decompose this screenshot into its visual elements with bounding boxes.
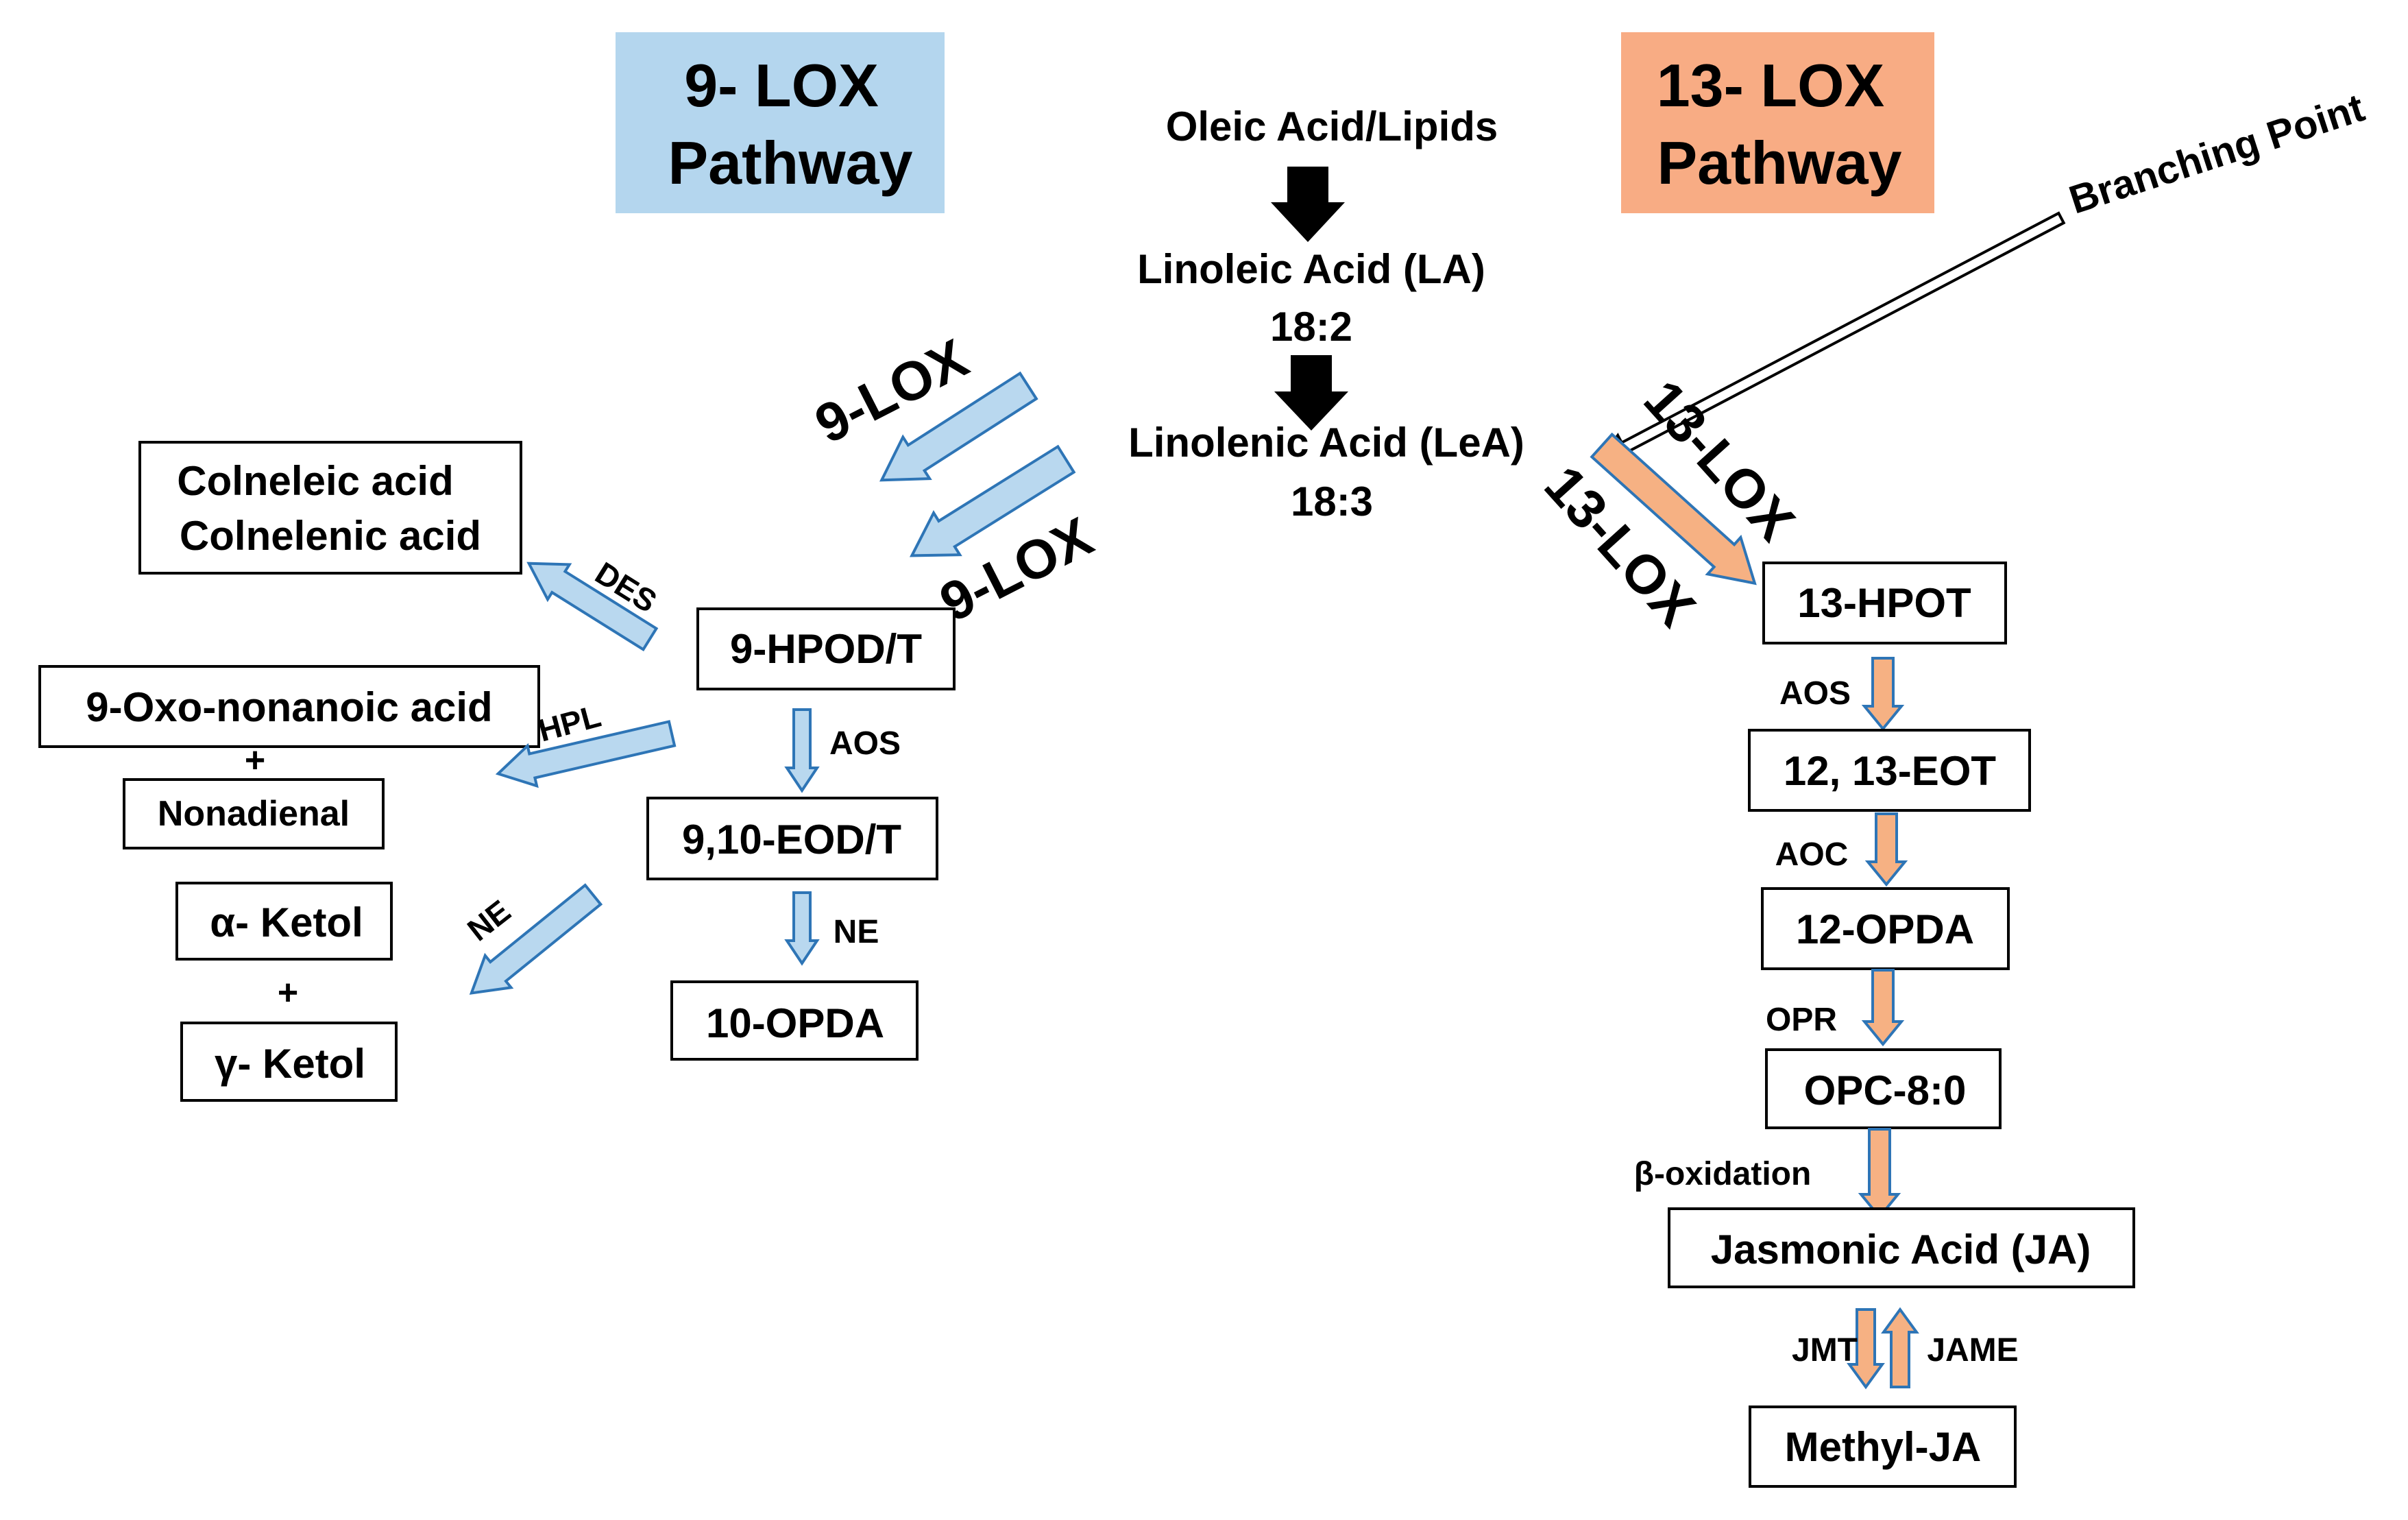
lox13-arrow (1590, 432, 1757, 586)
beta-oxidation-enzyme-label: β-oxidation (1634, 1156, 1812, 1192)
jmt-enzyme-label: JMT (1792, 1332, 1858, 1368)
aoc-arrow (1864, 812, 1908, 887)
gamma-ketol-box (180, 1022, 398, 1102)
lox9-header-line2: Pathway (668, 129, 912, 197)
aos-enzyme-label-13: AOS (1779, 675, 1851, 712)
jame-enzyme-label: JAME (1927, 1332, 2018, 1368)
opda10-box (670, 980, 919, 1061)
opr-enzyme-label: OPR (1766, 1002, 1837, 1038)
linoleic-acid-label: Linoleic Acid (LA) (1137, 246, 1485, 292)
ketol-plus-sign: + (278, 973, 298, 1013)
aos-arrow-13 (1861, 657, 1905, 732)
lox13-header-background (1621, 32, 1934, 213)
ne-arrow-9 (784, 891, 820, 966)
nonadienal-label: Nonadienal (158, 794, 350, 834)
opda10-label: 10-OPDA (706, 1000, 884, 1046)
opc-box (1765, 1048, 2002, 1129)
eot-label: 12, 13-EOT (1784, 748, 1996, 794)
methyl-ja-label: Methyl-JA (1785, 1424, 1982, 1470)
des-arrow (526, 562, 659, 652)
hpot-label: 13-HPOT (1797, 580, 1971, 626)
eot-box (1748, 729, 2031, 812)
jmt-arrow (1847, 1308, 1885, 1390)
beta-oxidation-arrow (1858, 1128, 1901, 1220)
colneleic-acid-label: Colneleic acid (177, 458, 453, 504)
aos-arrow-9 (784, 708, 820, 793)
linolenic-acid-label: Linolenic Acid (LeA) (1128, 420, 1524, 466)
ja-label: Jasmonic Acid (JA) (1711, 1227, 2091, 1272)
gamma-ketol-label: γ- Ketol (215, 1041, 365, 1087)
alpha-ketol-box (175, 882, 393, 961)
lox9-header-line1: 9- LOX (684, 51, 879, 119)
eod-label: 9,10-EOD/T (682, 817, 901, 862)
ne-side-arrow (469, 883, 603, 995)
opr-arrow (1861, 969, 1905, 1047)
oxo-nonanoic-box (38, 665, 540, 748)
black-arrow-2 (1274, 355, 1348, 431)
oxo-plus-sign: + (245, 740, 265, 780)
lox13-header-line1: 13- LOX (1657, 51, 1885, 119)
oleic-acid-label: Oleic Acid/Lipids (1166, 104, 1498, 149)
colneleic-box (138, 441, 522, 575)
nonadienal-box (123, 778, 385, 849)
lox9-arrow-lower (909, 444, 1076, 557)
ne-enzyme-label-9: NE (834, 914, 879, 950)
lox13-header-line2: Pathway (1657, 129, 1901, 197)
lox9-arrow-upper (879, 371, 1038, 482)
hpot-box (1762, 562, 2007, 644)
oxo-nonanoic-label: 9-Oxo-nonanoic acid (86, 684, 492, 730)
hpl-arrow (495, 720, 677, 788)
hpod-label: 9-HPOD/T (730, 626, 922, 672)
lox9-header-background (616, 32, 945, 213)
opda12-label: 12-OPDA (1796, 906, 1974, 952)
aoc-enzyme-label: AOC (1775, 836, 1849, 873)
linolenic-acid-ratio: 18:3 (1291, 479, 1373, 524)
opc-label: OPC-8:0 (1804, 1067, 1967, 1113)
colnelenic-acid-label: Colnelenic acid (180, 513, 481, 559)
black-arrow-1 (1271, 167, 1345, 242)
ja-box (1668, 1207, 2135, 1288)
alpha-ketol-label: α- Ketol (210, 900, 363, 945)
branching-point-label: Branching Point (2064, 85, 2370, 222)
jame-arrow (1881, 1307, 1919, 1388)
eod-box (646, 797, 938, 880)
opda12-box (1761, 887, 2010, 970)
methyl-ja-box (1749, 1406, 2017, 1488)
ne-side-enzyme-label: NE (461, 893, 517, 948)
hpod-box (696, 607, 956, 690)
linoleic-acid-ratio: 18:2 (1270, 304, 1352, 350)
aos-enzyme-label-9: AOS (829, 725, 901, 762)
